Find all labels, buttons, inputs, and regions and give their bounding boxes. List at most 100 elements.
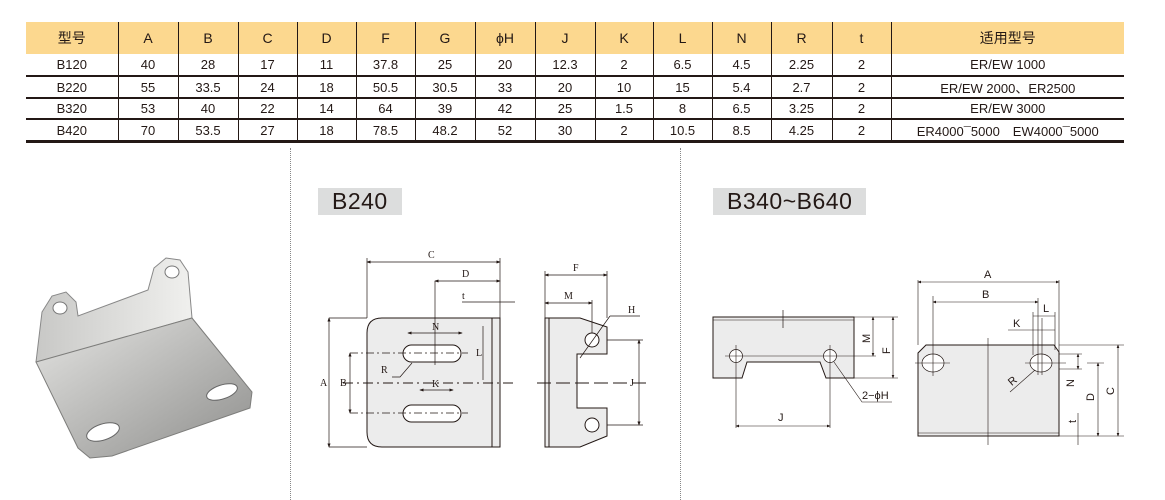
column-header: ϕH [474, 22, 535, 54]
table-cell: 64 [355, 96, 415, 119]
table-cell: 2 [594, 54, 653, 76]
dim-label: N [1065, 379, 1077, 387]
table-cell: 42 [474, 96, 535, 119]
table-cell: 15 [652, 74, 712, 98]
table-cell: 24 [237, 74, 297, 98]
column-header: G [414, 22, 475, 54]
dim-label: C [1105, 387, 1117, 395]
table-cell: ER/EW 1000 [890, 54, 1124, 76]
column-header: D [296, 22, 356, 54]
column-header: t [831, 22, 891, 54]
table-cell: 2 [594, 118, 653, 143]
section-divider [680, 148, 681, 500]
table-cell: 2 [831, 118, 891, 143]
dim-label: D [462, 269, 469, 280]
b340-front-view [915, 280, 1124, 445]
dim-label: M [861, 334, 873, 343]
table-cell: 25 [534, 96, 595, 119]
column-header: B [177, 22, 238, 54]
drawing-title-b340-b640: B340~B640 [713, 188, 867, 215]
column-header: C [237, 22, 297, 54]
column-header: A [117, 22, 178, 54]
table-cell: 2 [831, 54, 891, 76]
drawing-title-b240: B240 [318, 188, 402, 215]
table-cell: 2.25 [770, 54, 832, 76]
table-cell: 17 [237, 54, 297, 76]
table-cell: 55 [117, 74, 178, 98]
table-cell: 27 [237, 118, 297, 143]
b340-dimension-labels: M F J 2−ϕH A B L K R N D C t [778, 269, 1117, 424]
table-cell: 4.25 [770, 118, 832, 143]
table-cell: 78.5 [355, 118, 415, 143]
table-cell: 30.5 [414, 74, 475, 98]
table-cell: 20 [534, 74, 595, 98]
column-header: J [534, 22, 595, 54]
dim-label: A [984, 269, 992, 281]
column-header: F [355, 22, 415, 54]
dim-label: K [432, 379, 440, 390]
table-cell: 25 [414, 54, 475, 76]
table-cell: 39 [414, 96, 475, 119]
table-cell: 11 [296, 54, 356, 76]
dim-label: 2−ϕH [862, 390, 889, 402]
bracket-photo [35, 257, 253, 459]
table-cell: 8 [652, 96, 712, 119]
column-header: L [652, 22, 712, 54]
table-cell: B420 [26, 118, 118, 143]
table-cell: ER/EW 3000 [890, 96, 1124, 119]
table-cell: 53 [117, 96, 178, 119]
table-cell: B220 [26, 74, 118, 98]
table-cell: 48.2 [414, 118, 475, 143]
table-cell: 18 [296, 118, 356, 143]
table-cell: 52 [474, 118, 535, 143]
table-cell: 10.5 [652, 118, 712, 143]
table-cell: 33 [474, 74, 535, 98]
table-cell: ER/EW 2000、ER2500 [890, 74, 1124, 98]
dim-label: K [1013, 318, 1021, 330]
dim-label: F [881, 347, 893, 354]
dim-label: N [432, 322, 439, 333]
table-cell: 6.5 [711, 96, 771, 119]
column-header: 适用型号 [890, 22, 1124, 54]
table-cell: 4.5 [711, 54, 771, 76]
column-header: K [594, 22, 653, 54]
dim-label: F [573, 263, 579, 274]
dim-label: C [428, 250, 435, 261]
dim-label: R [381, 365, 388, 376]
table-cell: 70 [117, 118, 178, 143]
dim-label: t [1067, 420, 1079, 423]
table-cell: 6.5 [652, 54, 712, 76]
dim-label: B [340, 378, 347, 389]
b240-side-view [537, 271, 650, 448]
table-cell: 28 [177, 54, 238, 76]
column-header: R [770, 22, 832, 54]
table-cell: B320 [26, 96, 118, 119]
table-cell: B120 [56, 57, 87, 73]
table-cell: 12.3 [534, 54, 595, 76]
column-header: N [711, 22, 771, 54]
section-divider [290, 148, 291, 500]
dim-label: L [1043, 303, 1049, 315]
table-cell: 1.5 [594, 96, 653, 119]
table-cell: 2.7 [770, 74, 832, 98]
b240-front-view [327, 258, 515, 448]
table-cell: 3.25 [770, 96, 832, 119]
dim-label: J [778, 412, 784, 424]
column-header: 型号 [26, 22, 118, 54]
table-cell: 50.5 [355, 74, 415, 98]
table-cell: 8.5 [711, 118, 771, 143]
table-cell: 40 [117, 54, 178, 76]
dim-label: t [462, 291, 465, 302]
table-cell: 20 [474, 54, 535, 76]
table-cell: 22 [237, 96, 297, 119]
dim-label: A [320, 378, 328, 389]
table-cell: 53.5 [177, 118, 238, 143]
table-cell: 33.5 [177, 74, 238, 98]
table-cell: 37.8 [355, 54, 415, 76]
